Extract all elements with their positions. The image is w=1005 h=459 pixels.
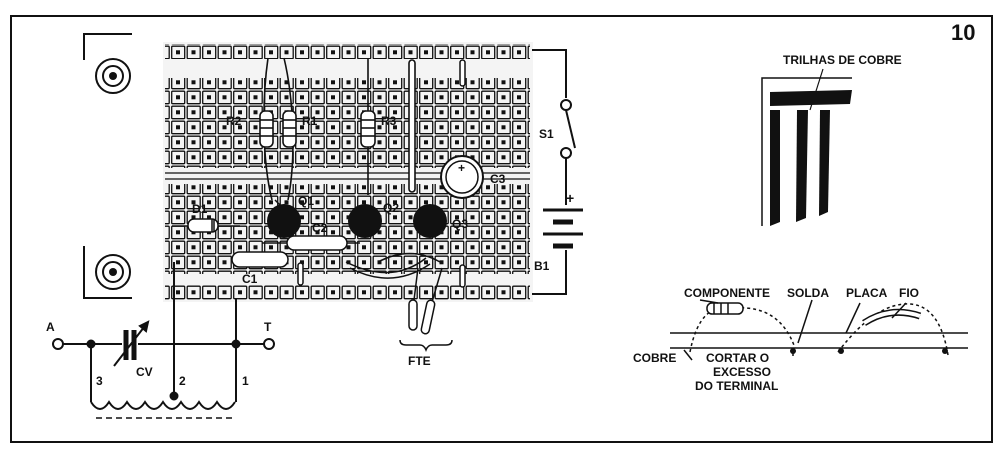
resistor-r3 xyxy=(360,58,376,195)
bottom-rail xyxy=(165,285,530,300)
switch-s1 xyxy=(532,49,576,205)
copper-tracks-detail: TRILHAS DE COBRE xyxy=(761,53,902,226)
label-placa: PLACA xyxy=(846,286,888,300)
label-c1: C1 xyxy=(242,272,258,286)
solder-joint-3 xyxy=(942,348,948,354)
capacitor-c3: + xyxy=(440,155,484,199)
label-fte: FTE xyxy=(408,354,431,368)
short-jumper-top xyxy=(459,59,466,87)
knob-bottom xyxy=(95,254,131,290)
transistor-q2 xyxy=(348,204,382,238)
label-q3: Q3 xyxy=(452,217,468,231)
resistor-r2 xyxy=(259,57,274,201)
capacitor-c1 xyxy=(231,251,289,268)
label-cortar-line-3: DO TERMINAL xyxy=(695,379,778,393)
figure-number: 10 xyxy=(951,20,975,45)
wire-jumper xyxy=(408,59,416,193)
diode-d1 xyxy=(172,218,240,233)
label-b1: B1 xyxy=(534,259,550,273)
label-tap-3: 3 xyxy=(96,374,103,388)
c3-plus: + xyxy=(458,161,465,175)
label-q2: Q2 xyxy=(383,201,399,215)
label-d1: D1 xyxy=(192,202,208,216)
label-cortar-line-2: EXCESSO xyxy=(713,365,771,379)
transistor-q3 xyxy=(413,204,447,238)
bottom-terminal-block xyxy=(165,184,530,274)
label-q1: Q1 xyxy=(298,194,314,208)
label-s1: S1 xyxy=(539,127,554,141)
solder-joint-2 xyxy=(838,348,844,354)
resistor-r1 xyxy=(282,57,297,201)
curved-wires xyxy=(345,252,441,279)
label-componente: COMPONENTE xyxy=(684,286,770,300)
coil-circuit xyxy=(52,262,275,419)
label-r1: R1 xyxy=(302,114,318,128)
label-fio: FIO xyxy=(899,286,919,300)
fte-leads xyxy=(399,267,453,353)
mounting-bracket-top xyxy=(83,33,132,94)
label-solda: SOLDA xyxy=(787,286,829,300)
top-rail xyxy=(165,44,530,59)
label-c3: C3 xyxy=(490,172,506,186)
copper-tracks-title: TRILHAS DE COBRE xyxy=(783,53,902,67)
battery-plus: + xyxy=(566,190,574,206)
mounting-bracket-bottom xyxy=(83,246,132,299)
top-terminal-block xyxy=(165,78,530,168)
knob-top xyxy=(95,58,131,94)
short-jumper-bottom-a xyxy=(297,262,304,286)
label-cortar-line-1: CORTAR O xyxy=(706,351,769,365)
label-t: T xyxy=(264,320,272,334)
label-tap-2: 2 xyxy=(179,374,186,388)
breadboard xyxy=(163,42,533,302)
label-cobre: COBRE xyxy=(633,351,676,365)
transistor-q1 xyxy=(267,199,301,238)
label-a: A xyxy=(46,320,55,334)
capacitor-c2 xyxy=(262,235,360,251)
short-jumper-bottom-b xyxy=(459,264,466,288)
figure-frame xyxy=(10,15,993,443)
label-r2: R2 xyxy=(226,114,242,128)
label-tap-1: 1 xyxy=(242,374,249,388)
battery-b1 xyxy=(532,208,583,295)
label-cv: CV xyxy=(136,365,153,379)
label-r3: R3 xyxy=(381,114,397,128)
label-c2: C2 xyxy=(312,221,328,235)
solder-joint-1 xyxy=(790,348,796,354)
